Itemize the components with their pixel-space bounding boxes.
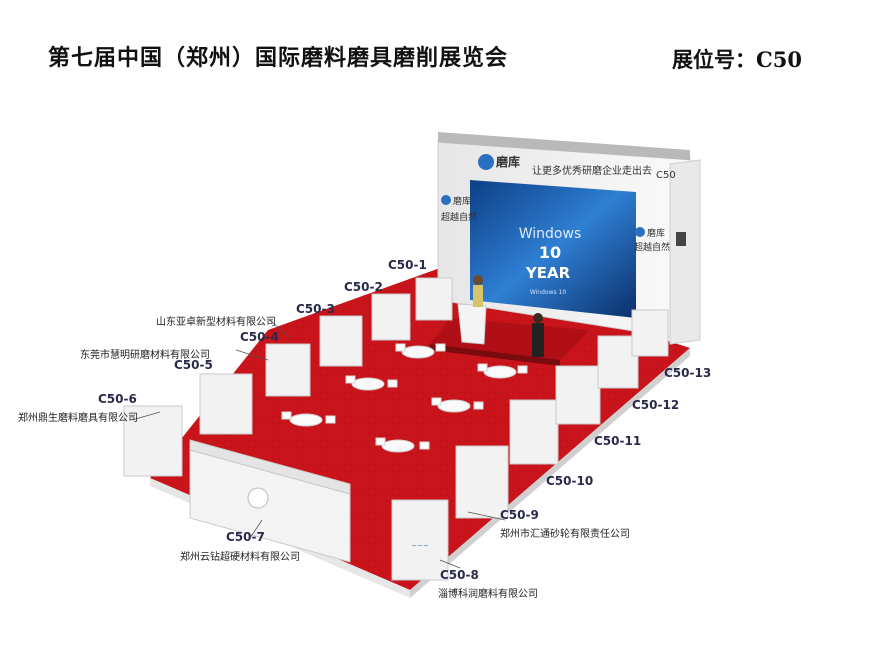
stand-company-8: 淄博科润磨料有限公司 bbox=[438, 589, 538, 600]
podium bbox=[457, 303, 487, 345]
presenter-figure bbox=[473, 275, 483, 307]
brand-slogan: 让更多优秀研磨企业走出去 bbox=[532, 164, 652, 177]
stand-label-13: C50-13 bbox=[664, 366, 712, 380]
stand-label-2: C50-2 bbox=[344, 280, 383, 294]
stand-label-8: C50-8 bbox=[440, 568, 479, 582]
wall-code: C50 bbox=[656, 170, 676, 181]
display-cases-left bbox=[123, 277, 453, 477]
stand-label-9: C50-9 bbox=[500, 508, 539, 522]
case-logo-text-icon: ~~~ bbox=[411, 542, 429, 550]
right-logo-icon bbox=[635, 227, 645, 237]
leader-lines bbox=[131, 319, 506, 569]
side-tagline: 超越自然 bbox=[441, 211, 477, 223]
stand-company-7: 郑州云钻超硬材料有限公司 bbox=[180, 552, 300, 563]
stand-company-9: 郑州市汇通砂轮有限责任公司 bbox=[500, 529, 630, 540]
side-logo-icon bbox=[441, 195, 451, 205]
screen-text-4: Windows 10 bbox=[530, 289, 567, 296]
screen-text-2: 10 bbox=[539, 243, 561, 262]
stand-label-6: C50-6 bbox=[98, 392, 137, 406]
chairs bbox=[281, 343, 528, 450]
stand-label-4: C50-4 bbox=[240, 330, 279, 344]
stand-label-10: C50-10 bbox=[546, 474, 594, 488]
stand-company-3: 山东亚卓新型材料有限公司 bbox=[156, 317, 276, 328]
right-brand: 磨库 bbox=[647, 227, 665, 239]
booth-number: 展位号：C50 bbox=[672, 47, 802, 72]
stand-company-6: 郑州鼎生磨料磨具有限公司 bbox=[18, 413, 138, 424]
stand-label-11: C50-11 bbox=[594, 434, 642, 448]
visitor-figure-right bbox=[532, 313, 544, 357]
display-cases-front bbox=[189, 439, 351, 563]
qr-code-icon bbox=[676, 232, 686, 246]
stand-label-1: C50-1 bbox=[388, 258, 427, 272]
screen-text-3: YEAR bbox=[525, 264, 571, 282]
display-cases-right bbox=[391, 309, 669, 581]
stand-label-5: C50-5 bbox=[174, 358, 213, 372]
case-logo-icon bbox=[247, 487, 269, 509]
stand-label-7: C50-7 bbox=[226, 530, 265, 544]
side-wall bbox=[669, 159, 701, 345]
stand-label-3: C50-3 bbox=[296, 302, 335, 316]
page-title: 第七届中国（郑州）国际磨料磨具磨削展览会 bbox=[48, 45, 509, 71]
right-tagline: 超越自然 bbox=[634, 241, 670, 253]
side-brand: 磨库 bbox=[453, 195, 471, 207]
brand-name: 磨库 bbox=[495, 154, 520, 169]
tables bbox=[289, 345, 517, 453]
led-screen bbox=[470, 180, 636, 318]
brand-logo-icon bbox=[478, 154, 494, 170]
stand-label-12: C50-12 bbox=[632, 398, 680, 412]
stand-company-4: 东莞市慧明研磨材料有限公司 bbox=[80, 350, 210, 361]
carpet-edge-right bbox=[410, 348, 690, 598]
screen-text-1: Windows bbox=[519, 226, 582, 242]
